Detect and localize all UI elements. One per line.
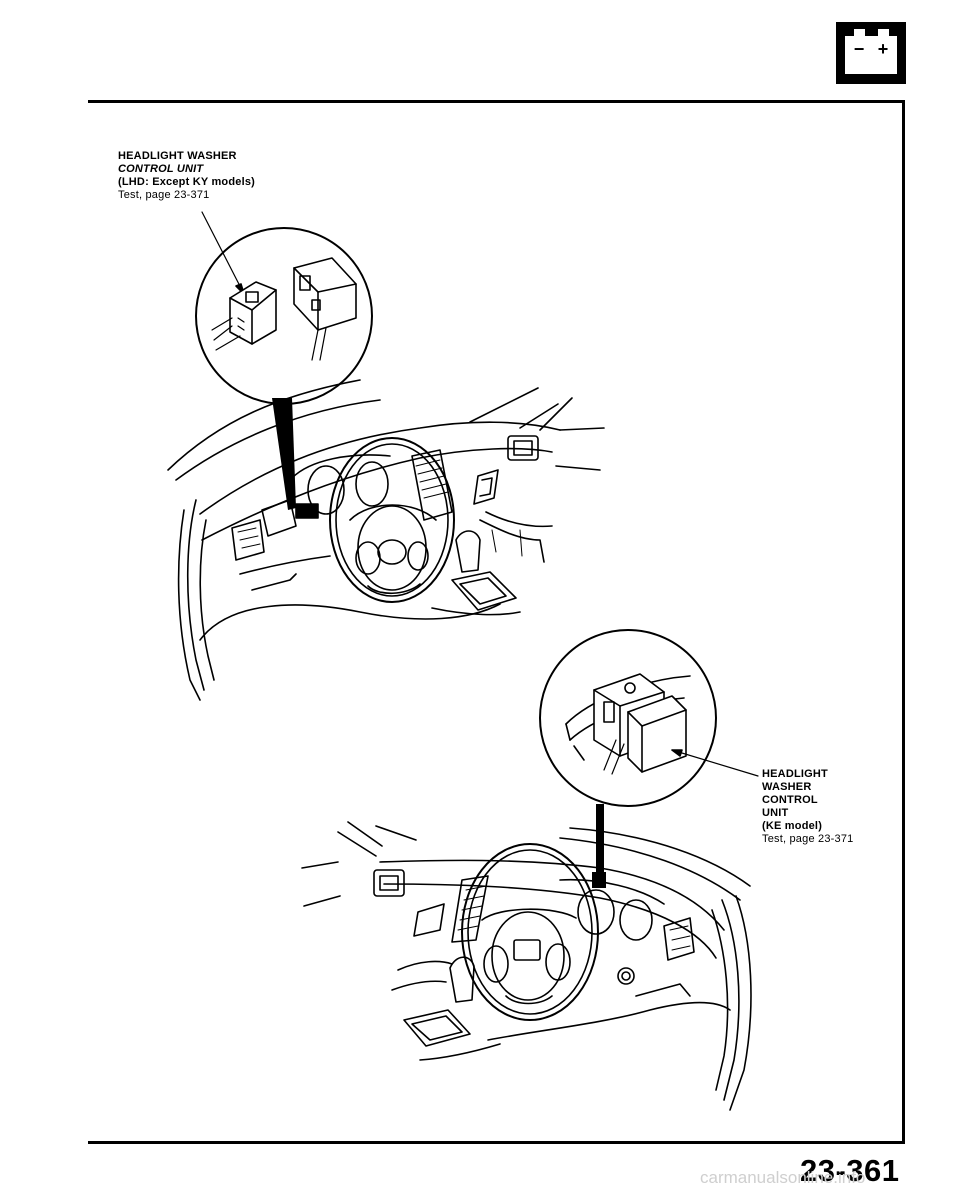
battery-minus-sign: − bbox=[854, 39, 865, 59]
callout-ke-line4: UNIT bbox=[762, 807, 789, 819]
battery-plus-sign: + bbox=[878, 39, 889, 59]
ke-detail-control-unit bbox=[593, 673, 687, 775]
callout-ke-line3: CONTROL bbox=[762, 794, 818, 806]
lhd-dashboard-illustration bbox=[167, 211, 605, 701]
callout-ke-line1: HEADLIGHT bbox=[762, 768, 828, 780]
callout-lhd: HEADLIGHT WASHER CONTROL UNIT (LHD: Exce… bbox=[118, 150, 255, 202]
callout-ke-applicability: (KE model) bbox=[762, 820, 823, 832]
frame-top-rule bbox=[88, 100, 903, 103]
watermark: carmanualsonline.info bbox=[700, 1168, 866, 1187]
callout-lhd-title: HEADLIGHT WASHER bbox=[118, 150, 237, 162]
callout-lhd-test-ref: Test, page 23-371 bbox=[118, 189, 210, 201]
callout-ke-test-ref: Test, page 23-371 bbox=[762, 833, 854, 845]
frame-bottom-rule bbox=[88, 1141, 905, 1144]
callout-ke-line2: WASHER bbox=[762, 781, 812, 793]
page-number: 23-361 bbox=[800, 1153, 900, 1188]
lhd-detail-connector bbox=[211, 281, 277, 351]
ke-dashboard-illustration bbox=[301, 629, 759, 1111]
battery-icon: − + bbox=[836, 22, 906, 84]
lhd-detail-control-unit bbox=[293, 257, 357, 361]
frame-right-rule bbox=[902, 100, 905, 1144]
callout-lhd-subtitle: CONTROL UNIT bbox=[118, 163, 204, 175]
callout-lhd-applicability: (LHD: Except KY models) bbox=[118, 176, 256, 188]
callout-ke: HEADLIGHT WASHER CONTROL UNIT (KE model)… bbox=[762, 768, 853, 846]
